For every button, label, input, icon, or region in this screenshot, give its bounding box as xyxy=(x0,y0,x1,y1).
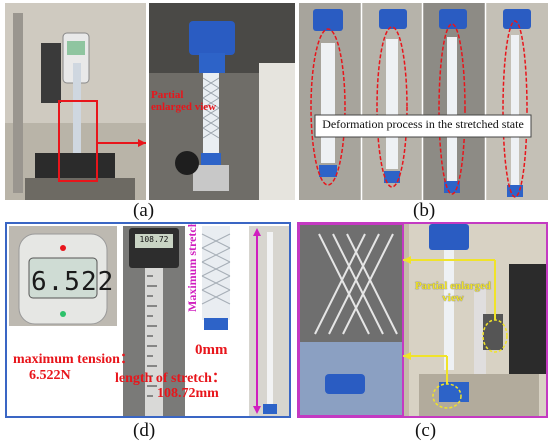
panel-c: Partial enlarged view xyxy=(297,222,548,418)
stretch-label: length of stretch： xyxy=(115,371,226,386)
photo-max-stretch xyxy=(249,226,289,416)
photo-force-gauge xyxy=(9,226,117,326)
zoom-label-a: Partial enlarged view xyxy=(151,89,217,113)
photo-partial-enlarged xyxy=(149,3,295,200)
caliper-reading: 108.72 xyxy=(139,235,169,244)
photo-setup-c xyxy=(299,224,546,416)
panel-b: Deformation process in the stretched sta… xyxy=(299,3,548,200)
panel-a: Partial enlarged view xyxy=(5,3,295,200)
photo-caliper xyxy=(123,226,185,416)
panel-d: 6.522 108.72 Maximum stretching state 0m… xyxy=(5,222,291,418)
gauge-reading: 6.522 xyxy=(31,267,115,297)
deformation-banner: Deformation process in the stretched sta… xyxy=(322,117,524,131)
zoom-label-c: Partial enlarged view xyxy=(414,280,492,304)
max-tension-value: 6.522N xyxy=(29,368,71,383)
stretch-value: 108.72mm xyxy=(157,386,219,401)
caption-d: (d) xyxy=(133,420,156,441)
zero-label: 0mm xyxy=(195,342,228,358)
photo-stretch-sequence xyxy=(299,3,548,200)
caption-c: (c) xyxy=(415,420,437,441)
photo-specimen-zero xyxy=(188,226,244,336)
max-tension-label: maximum tension： xyxy=(13,352,134,367)
photo-tensile-tester xyxy=(5,3,146,200)
caption-a: (a) xyxy=(133,200,155,221)
max-stretch-label: Maximum stretching state xyxy=(185,222,199,312)
caption-b: (b) xyxy=(413,200,436,221)
